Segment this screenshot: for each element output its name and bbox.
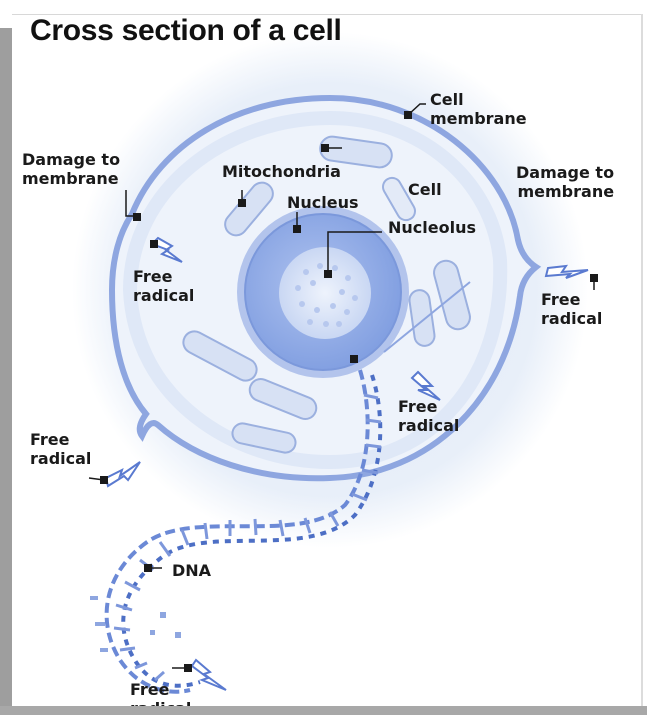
marker-square [144,564,152,572]
marker-square [150,240,158,248]
page-title: Cross section of a cell [30,14,342,48]
marker-square [293,225,301,233]
marker-square [324,270,332,278]
marker-square [590,274,598,282]
marker-square [404,111,412,119]
label-nucleus: Nucleus [287,193,359,212]
lightning-bolt-icon [192,660,226,690]
label-cell: Cell [408,180,442,199]
frame-bottom-bar [0,706,647,715]
label-dna: DNA [172,561,211,580]
marker-square [321,144,329,152]
marker-square [350,355,358,363]
dna-fragments [90,596,181,652]
label-mitochondria: Mitochondria [222,162,341,181]
marker-square [100,476,108,484]
lightning-bolt-icon [106,462,140,486]
marker-square [133,213,141,221]
label-nucleolus: Nucleolus [388,218,476,237]
marker-square [238,199,246,207]
marker-square [184,664,192,672]
